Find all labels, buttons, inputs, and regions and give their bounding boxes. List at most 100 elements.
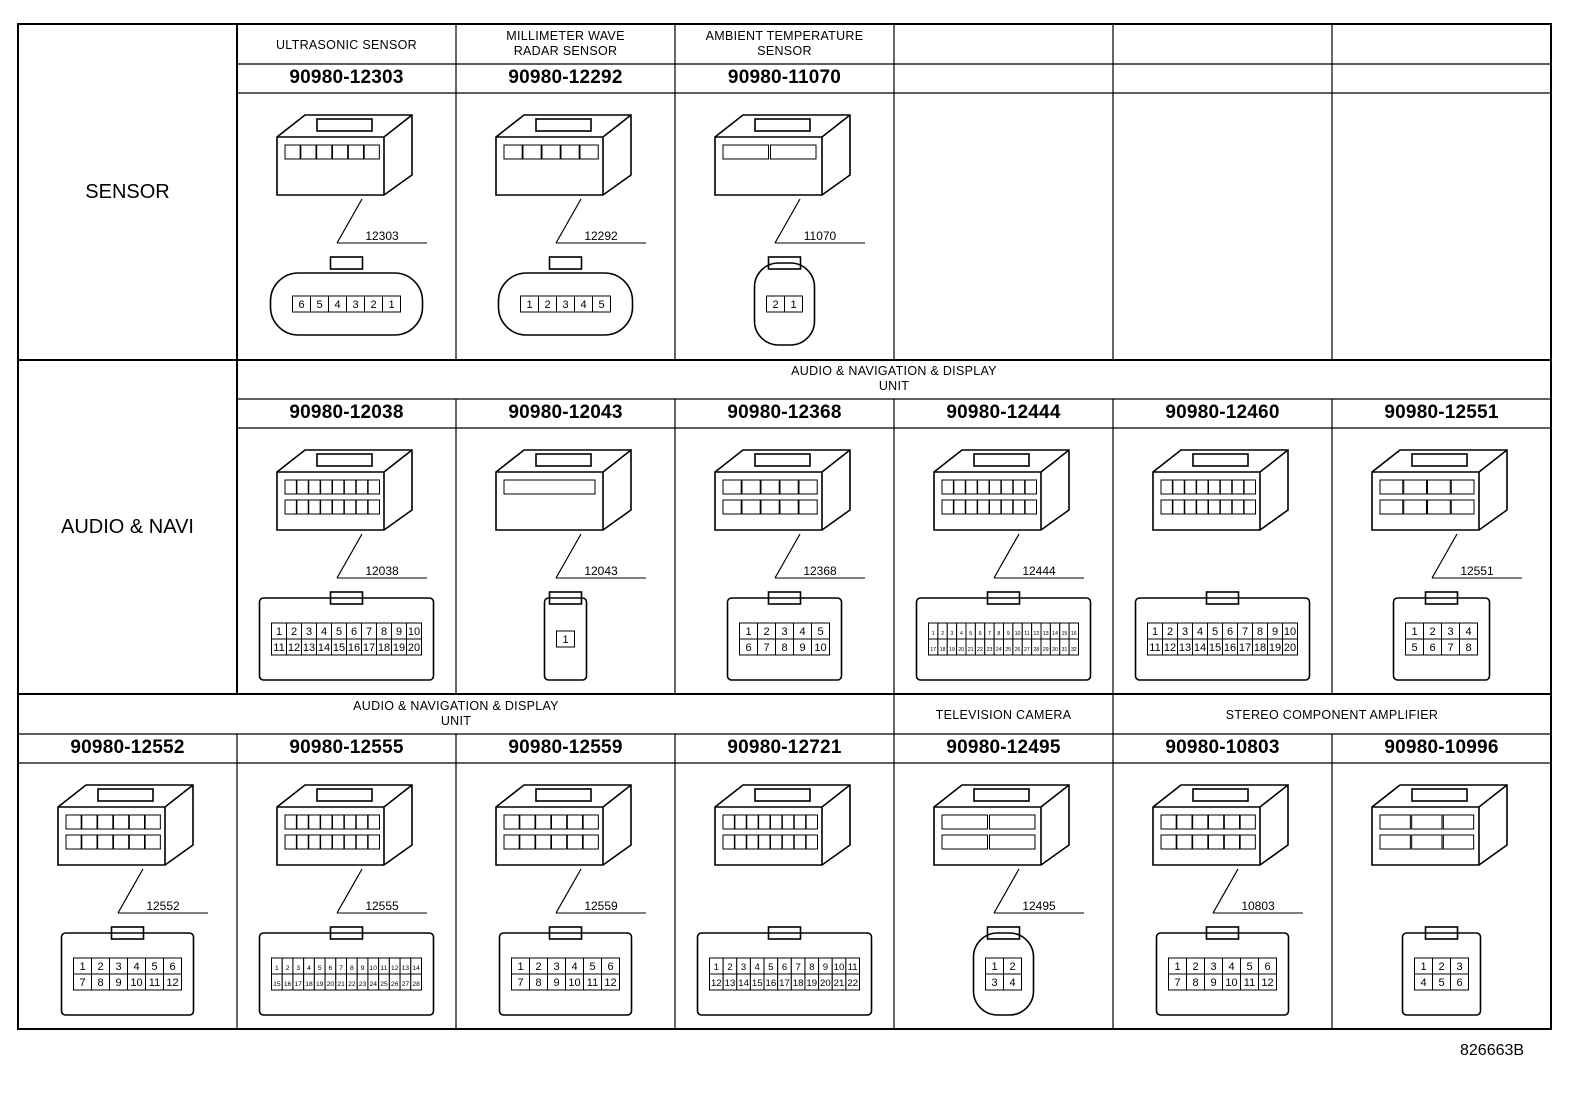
callout-label: 12555 <box>365 899 399 913</box>
pin-number: 3 <box>562 299 568 311</box>
pin-number: 22 <box>847 978 858 989</box>
callout-label: 12552 <box>146 899 180 913</box>
pin-number: 3 <box>1182 626 1188 638</box>
pin-number: 4 <box>307 965 311 972</box>
pin-number: 5 <box>768 962 773 973</box>
pin-number: 11 <box>1244 977 1255 989</box>
pin-number: 14 <box>738 978 749 989</box>
pin-number: 16 <box>284 981 292 988</box>
pin-number: 6 <box>1227 626 1233 638</box>
pin-number: 20 <box>958 647 964 653</box>
pin-number: 1 <box>517 961 523 973</box>
pin-number: 2 <box>763 626 769 638</box>
pin-number: 2 <box>1009 961 1015 973</box>
pin-number: 2 <box>1192 961 1198 973</box>
pin-number: 6 <box>782 962 787 973</box>
pin-number: 6 <box>169 961 175 973</box>
pin-number: 5 <box>1212 626 1218 638</box>
pin-number: 6 <box>979 631 982 637</box>
connector-body-illustration <box>933 784 1070 866</box>
pin-cell <box>601 973 620 991</box>
pin-number: 17 <box>930 647 936 653</box>
part-number: 90980-12495 <box>946 737 1061 758</box>
pin-number: 5 <box>969 631 972 637</box>
pin-number: 4 <box>321 626 327 638</box>
pin-number: 3 <box>553 961 559 973</box>
pin-number: 11 <box>587 977 598 989</box>
pin-number: 2 <box>544 299 550 311</box>
connector-body-illustration <box>714 114 851 196</box>
pin-number: 28 <box>412 981 420 988</box>
callout-label: 12559 <box>584 899 618 913</box>
pin-number: 3 <box>950 631 953 637</box>
pin-number: 5 <box>598 299 604 311</box>
pin-number: 9 <box>1272 626 1278 638</box>
pin-number: 3 <box>781 626 787 638</box>
header-audio-navigation-display-unit-2: AUDIO & NAVIGATION & DISPLAY UNIT <box>353 699 559 728</box>
pin-number: 23 <box>359 981 367 988</box>
group-label-sensor: SENSOR <box>85 181 170 203</box>
callout-label: 12292 <box>584 229 618 243</box>
part-number: 90980-12303 <box>289 67 404 88</box>
pin-number: 3 <box>991 977 997 989</box>
pin-number: 5 <box>817 626 823 638</box>
pin-number: 4 <box>799 626 805 638</box>
callout-label: 12038 <box>365 564 399 578</box>
callout-label: 11070 <box>804 229 837 243</box>
pin-cell <box>1258 973 1277 991</box>
pin-number: 4 <box>1197 626 1203 638</box>
group-label-audio-navi: AUDIO & NAVI <box>61 516 194 538</box>
pin-number: 19 <box>393 642 405 654</box>
pin-number: 5 <box>1411 642 1417 654</box>
pin-number: 24 <box>996 647 1002 653</box>
pin-number: 10 <box>1225 977 1237 989</box>
pin-number: 32 <box>1071 647 1077 653</box>
pin-number: 20 <box>820 978 831 989</box>
part-number: 90980-10803 <box>1165 737 1280 758</box>
pin-number: 11 <box>381 965 388 972</box>
pin-number: 13 <box>402 965 410 972</box>
pin-number: 6 <box>1264 961 1270 973</box>
pin-number: 20 <box>1284 642 1296 654</box>
pin-number: 11 <box>848 962 858 973</box>
connector-body-illustration <box>276 114 413 196</box>
pin-number: 10 <box>1015 631 1021 637</box>
pin-number: 24 <box>370 981 378 988</box>
part-number: 90980-12292 <box>508 67 623 88</box>
pin-number: 7 <box>1242 626 1248 638</box>
pin-number: 4 <box>1228 961 1234 973</box>
pin-number: 28 <box>1033 647 1039 653</box>
pin-number: 3 <box>1210 961 1216 973</box>
pin-cell <box>382 295 401 313</box>
pin-cell <box>811 638 830 656</box>
pin-number: 7 <box>366 626 372 638</box>
pin-number: 1 <box>714 962 719 973</box>
pin-number: 3 <box>306 626 312 638</box>
pin-number: 3 <box>1447 626 1453 638</box>
pin-number: 9 <box>1210 977 1216 989</box>
pin-number: 25 <box>1005 647 1011 653</box>
pin-number: 10 <box>814 642 826 654</box>
pin-number: 4 <box>960 631 963 637</box>
pin-number: 1 <box>275 965 279 972</box>
pin-number: 1 <box>1411 626 1417 638</box>
pin-number: 18 <box>793 978 804 989</box>
pin-cell <box>410 973 423 991</box>
pin-number: 20 <box>327 981 335 988</box>
pin-number: 21 <box>834 978 845 989</box>
pin-number: 25 <box>380 981 388 988</box>
pin-number: 2 <box>370 299 376 311</box>
pin-number: 3 <box>352 299 358 311</box>
connector-body-illustration <box>1371 784 1508 866</box>
pin-number: 18 <box>940 647 946 653</box>
